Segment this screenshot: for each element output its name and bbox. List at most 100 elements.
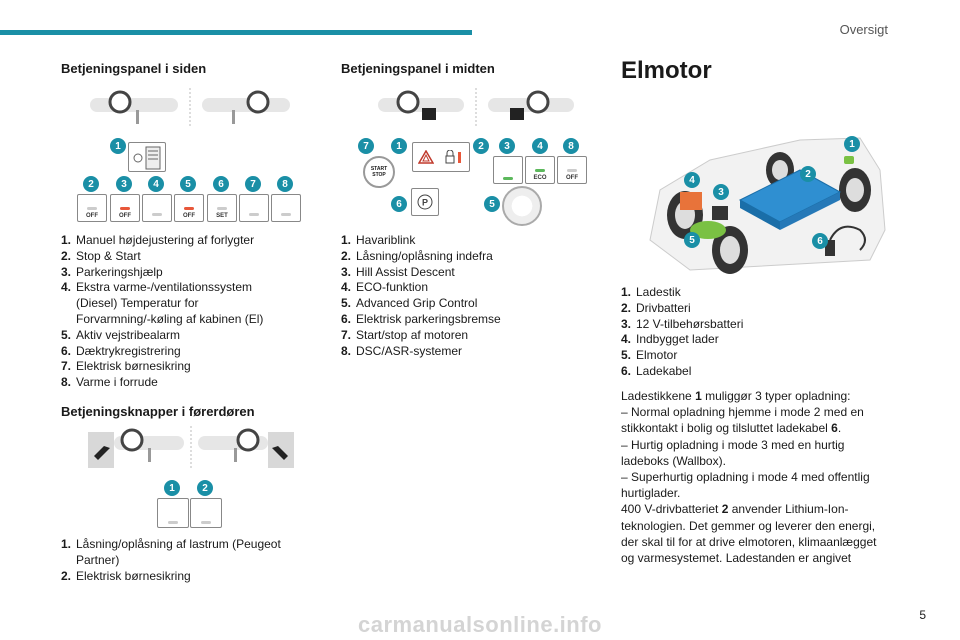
door-child-lock-button[interactable] <box>190 498 222 528</box>
item-text: Varme i forrude <box>76 375 158 390</box>
stop-start-button[interactable]: OFF <box>77 194 107 222</box>
item-text: 12 V-tilbehørsbatteri <box>636 316 744 331</box>
item-number: 3. <box>61 264 72 279</box>
middle-title: Betjeningspanel i midten <box>341 61 495 76</box>
callout-badge: 6 <box>391 196 407 212</box>
item-text: Ladekabel <box>636 363 692 378</box>
item-number: 7. <box>61 359 72 374</box>
left-legend-list: 1. Manuel højdejustering af forlygter 2. St… <box>61 233 276 391</box>
cargo-lock-button[interactable] <box>157 498 189 528</box>
charging-description: Ladestikkene 1 muliggør 3 typer opladnin… <box>621 388 891 566</box>
para-5: 400 V-drivbatteriet 2 anvender Lithium-I… <box>621 502 877 566</box>
start-stop-button[interactable]: START STOP <box>363 156 395 188</box>
section-title: Oversigt <box>839 22 888 37</box>
callout-badge: 1 <box>844 136 860 152</box>
item-number: 7. <box>341 327 352 342</box>
start-label: START <box>370 166 388 172</box>
callout-badge: 6 <box>812 233 828 249</box>
hazard-warning-icon[interactable] <box>418 150 434 164</box>
callout-badge: 1 <box>164 480 180 496</box>
grip-control-dial[interactable] <box>502 186 542 226</box>
list-item: 8.DSC/ASR-systemer <box>341 344 541 360</box>
item-number: 8. <box>61 375 72 390</box>
electric-van-illustration <box>649 137 886 274</box>
list-item: 2. Elektrisk børnesikring <box>61 569 291 585</box>
item-text: Start/stop af motoren <box>356 327 469 342</box>
windscreen-heating-button[interactable] <box>271 194 301 222</box>
header-accent-bar <box>0 30 472 35</box>
callout-badge: 8 <box>563 138 579 154</box>
list-item: 4. Ekstra varme-/ventilationssystem (Dies… <box>61 280 276 327</box>
item-text: Stop & Start <box>76 248 141 263</box>
park-assist-button[interactable]: OFF <box>110 194 140 222</box>
item-number: 2. <box>61 568 72 583</box>
list-item: 1.Låsning/oplåsning af lastrum (Peugeot … <box>61 537 291 569</box>
item-text: Havariblink <box>356 233 416 247</box>
item-text: Aktiv vejstribealarm <box>76 327 181 342</box>
item-text: Drivbatteri <box>636 300 691 315</box>
item-text: Manuel højdejustering af forlygter <box>76 233 255 247</box>
list-item: 4.Indbygget lader <box>621 332 821 348</box>
list-item: 3. 12 V-tilbehørsbatteri <box>621 317 821 333</box>
parking-brake-button[interactable]: P <box>411 188 439 216</box>
item-text: Ladestik <box>636 285 681 299</box>
item-number: 4. <box>341 280 352 295</box>
eco-button[interactable]: ECO <box>525 156 555 184</box>
central-lock-icon[interactable] <box>444 150 464 164</box>
list-item: 2. Stop & Start <box>61 249 276 265</box>
page-number: 5 <box>919 608 926 622</box>
list-item: 6. Ladekabel <box>621 364 821 380</box>
callout-badge: 5 <box>180 176 196 192</box>
list-item: 7.Elektrisk børnesikring <box>61 359 276 375</box>
item-number: 3. <box>621 316 632 331</box>
item-number: 4. <box>621 332 632 347</box>
tyre-pressure-button[interactable]: SET <box>207 194 237 222</box>
callout-badge: 2 <box>197 480 213 496</box>
para-3: – Hurtig opladning i mode 3 med en hurti… <box>621 437 845 468</box>
door-steering-illustration <box>88 426 294 470</box>
lane-departure-button[interactable]: OFF <box>174 194 204 222</box>
list-item: 2.Drivbatteri <box>621 301 821 317</box>
door-controls-title: Betjeningsknapper i førerdøren <box>61 404 255 419</box>
list-item: 5.Elmotor <box>621 348 821 364</box>
list-item: 1. Havariblink <box>341 233 541 249</box>
callout-badge: 1 <box>110 138 126 154</box>
list-item: 3.Parkeringshjælp <box>61 265 276 281</box>
item-number: 1. <box>61 233 72 247</box>
headlight-height-control[interactable] <box>128 142 166 172</box>
dsc-asr-button[interactable]: OFF <box>557 156 587 184</box>
list-item: 3.Hill Assist Descent <box>341 265 541 281</box>
item-number: 5. <box>341 296 352 311</box>
child-lock-button[interactable] <box>239 194 269 222</box>
steering-wheel-illustration <box>90 88 290 128</box>
item-text: Elmotor <box>636 348 678 363</box>
parking-brake-icon: P <box>417 194 433 210</box>
item-text: ECO-funktion <box>356 280 429 295</box>
left-title: Betjeningspanel i siden <box>61 61 207 76</box>
list-item: 8. Varme i forrude <box>61 375 276 391</box>
hill-descent-button[interactable] <box>493 156 523 184</box>
list-item: 6.Dæktrykregistrering <box>61 344 276 360</box>
list-item: 1.Ladestik <box>621 285 821 301</box>
item-number: 2. <box>61 248 72 263</box>
item-text: Dæktrykregistrering <box>76 343 181 358</box>
item-text: Hill Assist Descent <box>356 264 455 279</box>
item-number: 1. <box>341 233 352 247</box>
headlight-icon <box>133 146 161 170</box>
item-text: Ekstra varme-/ventilationssystem (Diesel… <box>76 280 264 326</box>
item-number: 5. <box>61 327 72 342</box>
item-text: Advanced Grip Control <box>356 296 478 311</box>
callout-badge: 4 <box>532 138 548 154</box>
list-item: 5. Advanced Grip Control <box>341 296 541 312</box>
callout-badge: 1 <box>391 138 407 154</box>
list-item: 6.Elektrisk parkeringsbremse <box>341 312 541 328</box>
center-steering-illustration <box>378 88 574 128</box>
item-text: Elektrisk børnesikring <box>76 568 191 583</box>
auxiliary-heating-button[interactable] <box>142 194 172 222</box>
callout-badge: 2 <box>473 138 489 154</box>
item-number: 2. <box>341 248 352 263</box>
item-number: 6. <box>621 363 632 378</box>
item-number: 4. <box>61 280 72 295</box>
